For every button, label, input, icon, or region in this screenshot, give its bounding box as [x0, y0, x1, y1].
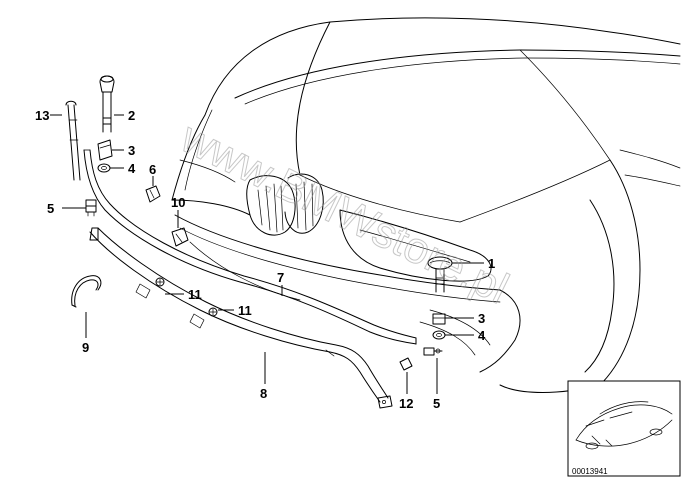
thumbnail-frame — [567, 380, 681, 477]
part-7-washer-hose — [83, 149, 417, 345]
callout-1: 1 — [488, 256, 495, 271]
callout-5-left: 5 — [47, 201, 54, 216]
part-12-nut — [399, 357, 413, 371]
callout-9: 9 — [82, 340, 89, 355]
callout-11-lower: 11 — [238, 303, 252, 318]
watermark: www.BMWstore.pl — [173, 113, 516, 314]
part-11-screw-upper — [155, 277, 165, 287]
part-3-seal-left — [97, 139, 113, 161]
callout-4-upper: 4 — [128, 161, 136, 176]
callout-4-lower: 4 — [478, 328, 486, 343]
part-8-carrier — [89, 227, 393, 409]
part-13-hose-bracket — [65, 100, 81, 181]
thumbnail-car-icon — [575, 401, 673, 450]
callout-2: 2 — [128, 108, 135, 123]
part-6-clip — [145, 185, 161, 203]
part-4-nut-right — [432, 330, 446, 340]
part-9-cable-tie — [71, 275, 102, 308]
part-10-clip — [171, 227, 189, 247]
callout-7: 7 — [277, 270, 284, 285]
callout-8: 8 — [260, 386, 267, 401]
part-11-screw-lower — [208, 307, 218, 317]
thumbnail-inset: 00013941 — [567, 380, 681, 477]
leader-lines — [50, 114, 484, 394]
car-front-outline — [171, 17, 681, 393]
callout-11-upper: 11 — [188, 287, 202, 302]
callout-3-upper: 3 — [128, 143, 135, 158]
part-5-connector-right — [423, 347, 443, 356]
callout-12: 12 — [399, 396, 413, 411]
callout-6: 6 — [149, 162, 156, 177]
part-3-seal-right — [432, 313, 446, 325]
part-2-washer-nozzle — [99, 75, 115, 133]
part-5-connector-left — [85, 199, 97, 217]
document-number: 00013941 — [572, 467, 608, 476]
callout-labels: 13 2 3 4 6 5 10 7 1 11 11 9 3 4 8 12 5 — [35, 108, 495, 411]
callout-3-lower: 3 — [478, 311, 485, 326]
callout-13: 13 — [35, 108, 49, 123]
callout-10: 10 — [171, 195, 185, 210]
part-4-nut-left — [97, 163, 111, 173]
callout-5-right: 5 — [433, 396, 440, 411]
